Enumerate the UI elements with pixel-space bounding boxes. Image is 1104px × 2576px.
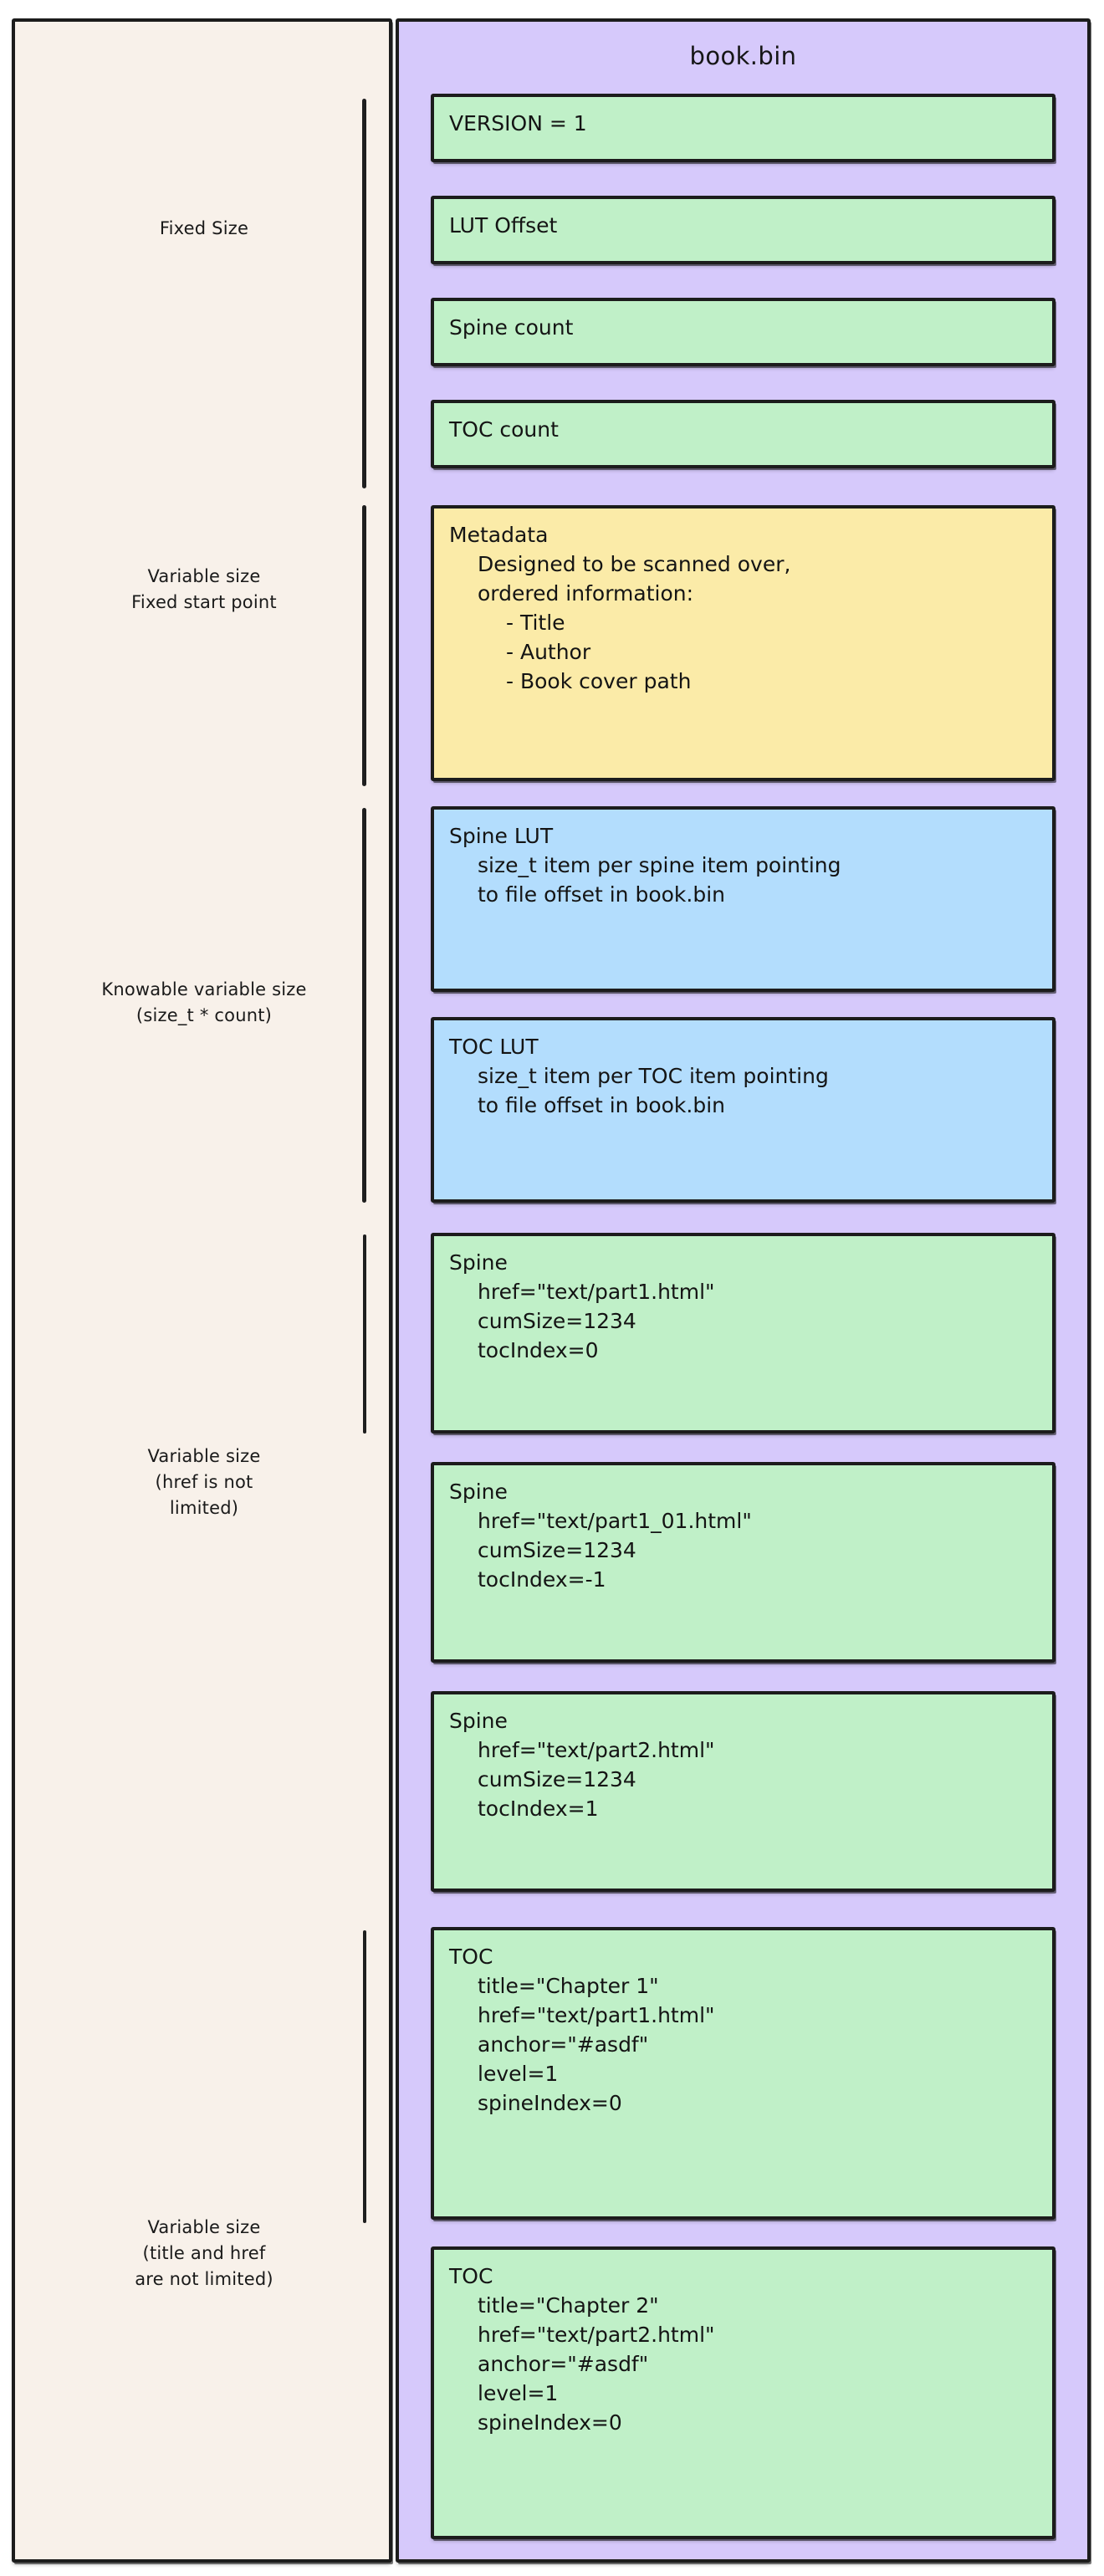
record-block: LUT Offset [431, 196, 1055, 264]
record-block-detail: href="text/part1.html" [478, 1280, 715, 1304]
record-block-title: TOC count [449, 417, 559, 442]
group-label-line: Fixed Size [159, 218, 249, 238]
record-block-title: Spine [449, 1480, 508, 1504]
group-label-line: Variable size [147, 2217, 261, 2237]
record-block-detail: - Book cover path [506, 669, 692, 693]
record-block: TOC title="Chapter 1" href="text/part1.htm… [431, 1927, 1055, 2220]
record-block-detail: level=1 [478, 2381, 559, 2405]
group-label-line: Fixed start point [131, 592, 277, 612]
record-block-detail: tocIndex=1 [478, 1797, 599, 1821]
record-block: Spine href="text/part1.html" cumSize=1234 t… [431, 1233, 1055, 1434]
group-label: Knowable variable size (size_t * count) [66, 977, 342, 1029]
record-block-detail: spineIndex=0 [478, 2410, 622, 2435]
group-label-line: (title and href [142, 2243, 266, 2263]
group-brace [362, 505, 366, 786]
record-block-detail: - Author [506, 640, 591, 664]
group-label-line: (size_t * count) [135, 1005, 273, 1025]
record-block-detail: anchor="#asdf" [478, 2352, 649, 2376]
record-block-title: Metadata [449, 523, 549, 547]
record-block-detail: to file offset in book.bin [478, 882, 726, 907]
record-block-detail: to file offset in book.bin [478, 1093, 726, 1117]
record-block-title: TOC [449, 1945, 493, 1969]
group-label-line: Variable size [147, 1446, 261, 1466]
record-block-detail: anchor="#asdf" [478, 2032, 649, 2057]
record-block-detail: tocIndex=-1 [478, 1567, 606, 1592]
group-brace [362, 99, 366, 488]
record-block-title: Spine [449, 1709, 508, 1733]
record-block: TOC title="Chapter 2" href="text/part2.htm… [431, 2246, 1055, 2539]
record-block: TOC count [431, 400, 1055, 468]
record-block-detail: href="text/part1_01.html" [478, 1509, 752, 1533]
record-block: Spine href="text/part2.html" cumSize=1234 t… [431, 1691, 1055, 1892]
record-block: Spine href="text/part1_01.html" cumSize=12… [431, 1462, 1055, 1663]
group-label-line: limited) [169, 1498, 239, 1518]
record-block-title: Spine LUT [449, 824, 554, 848]
file-title: book.bin [689, 42, 797, 70]
record-block-detail: cumSize=1234 [478, 1538, 636, 1562]
group-label: Variable size (title and href are not limi… [66, 2215, 342, 2292]
record-block-title: VERSION = 1 [449, 111, 587, 135]
record-block-title: TOC [449, 2264, 493, 2288]
record-block-detail: tocIndex=0 [478, 1338, 599, 1362]
record-block-title: LUT Offset [449, 213, 558, 238]
record-block-title: Spine [449, 1250, 508, 1275]
group-brace [363, 1930, 366, 2223]
group-label: Fixed Size [66, 216, 342, 242]
record-block-detail: href="text/part2.html" [478, 1738, 715, 1762]
group-label-line: Knowable variable size [101, 979, 307, 999]
record-block: Spine count [431, 298, 1055, 366]
record-block-detail: - Title [506, 611, 565, 635]
record-block-detail: title="Chapter 1" [478, 1974, 659, 1998]
record-block-detail: href="text/part1.html" [478, 2003, 715, 2027]
group-label: Variable size (href is not limited) [66, 1444, 342, 1521]
record-block: TOC LUT size_t item per TOC item pointing… [431, 1017, 1055, 1203]
record-block: VERSION = 1 [431, 94, 1055, 162]
record-block-detail: href="text/part2.html" [478, 2323, 715, 2347]
record-block-detail: size_t item per TOC item pointing [478, 1064, 829, 1088]
record-block-title: Spine count [449, 315, 574, 340]
record-block-detail: cumSize=1234 [478, 1309, 636, 1333]
record-block-title: TOC LUT [449, 1035, 539, 1059]
group-brace [362, 808, 366, 1203]
record-block-detail: size_t item per spine item pointing [478, 853, 841, 877]
record-block: Spine LUT size_t item per spine item poin… [431, 806, 1055, 992]
group-label-line: (href is not [155, 1472, 253, 1492]
record-block-detail: level=1 [478, 2062, 559, 2086]
record-block-detail: spineIndex=0 [478, 2091, 622, 2115]
record-block-detail: title="Chapter 2" [478, 2293, 659, 2318]
group-label-line: Variable size [147, 566, 261, 586]
group-brace [363, 1234, 366, 1434]
record-block-detail: ordered information: [478, 581, 694, 606]
record-block-detail: Designed to be scanned over, [478, 552, 791, 576]
group-label-line: are not limited) [135, 2269, 273, 2289]
record-block-detail: cumSize=1234 [478, 1767, 636, 1791]
